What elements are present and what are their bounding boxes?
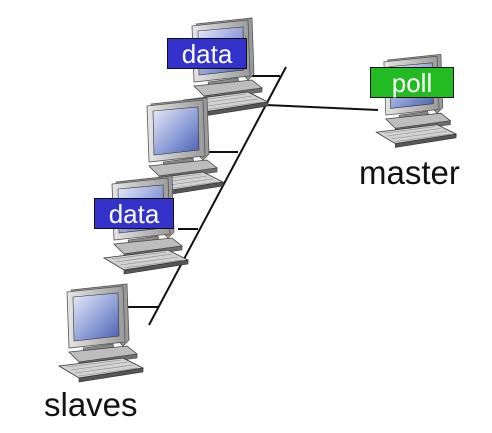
slaves-caption: slaves bbox=[44, 386, 138, 423]
data-message-label: data bbox=[94, 198, 174, 229]
poll-message-label: poll bbox=[370, 67, 454, 98]
data-message-label: data bbox=[167, 38, 247, 69]
master-caption: master bbox=[359, 154, 460, 191]
slave-4-computer-icon bbox=[58, 283, 144, 383]
bus-line bbox=[148, 66, 287, 326]
master-link bbox=[265, 104, 379, 111]
